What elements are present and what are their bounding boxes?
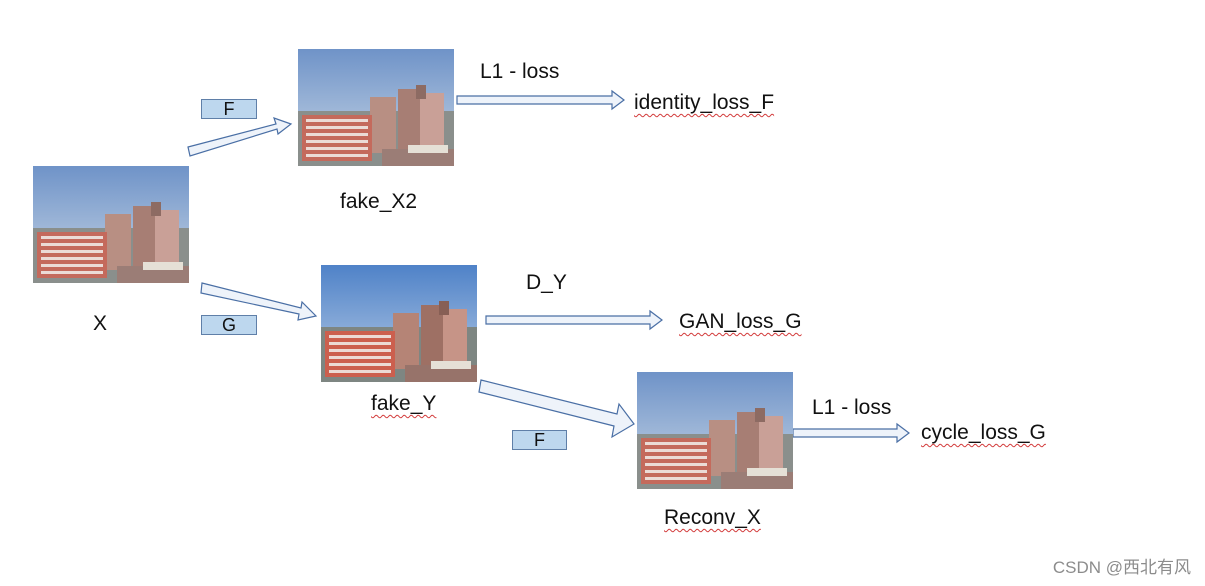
arrow-fake-y-to-gan-loss — [485, 309, 663, 331]
output-gan-loss: GAN_loss_G — [679, 310, 802, 333]
city-photo-icon — [637, 372, 793, 489]
node-label-reconv-x: Reconv_X — [664, 506, 761, 529]
city-photo-icon — [321, 265, 477, 382]
photo-fake-y — [321, 265, 477, 382]
node-label-x: X — [93, 312, 108, 335]
edge-label-l1-bottom: L1 - loss — [812, 396, 892, 419]
edge-label-d-y: D_Y — [526, 271, 567, 294]
arrow-x-to-fake-y — [200, 282, 318, 321]
edge-label-l1-top: L1 - loss — [480, 60, 560, 83]
generator-tag-g: G — [201, 315, 257, 335]
node-label-fake-x2: fake_X2 — [340, 190, 418, 213]
city-photo-icon — [298, 49, 454, 166]
watermark: CSDN @西北有风 — [1052, 558, 1191, 577]
generator-tag-f-bottom: F — [512, 430, 567, 450]
arrow-reconv-x-to-cycle-loss — [792, 422, 910, 444]
node-label-fake-y: fake_Y — [371, 392, 437, 415]
arrow-fake-x2-to-identity-loss — [456, 89, 625, 111]
photo-reconv-x — [637, 372, 793, 489]
city-photo-icon — [33, 166, 189, 283]
arrow-fake-y-to-reconv-x — [478, 379, 635, 439]
generator-tag-f-top: F — [201, 99, 257, 119]
output-identity-loss: identity_loss_F — [634, 91, 775, 114]
arrow-x-to-fake-x2 — [187, 117, 293, 157]
photo-x — [33, 166, 189, 283]
photo-fake-x2 — [298, 49, 454, 166]
output-cycle-loss: cycle_loss_G — [921, 421, 1046, 444]
